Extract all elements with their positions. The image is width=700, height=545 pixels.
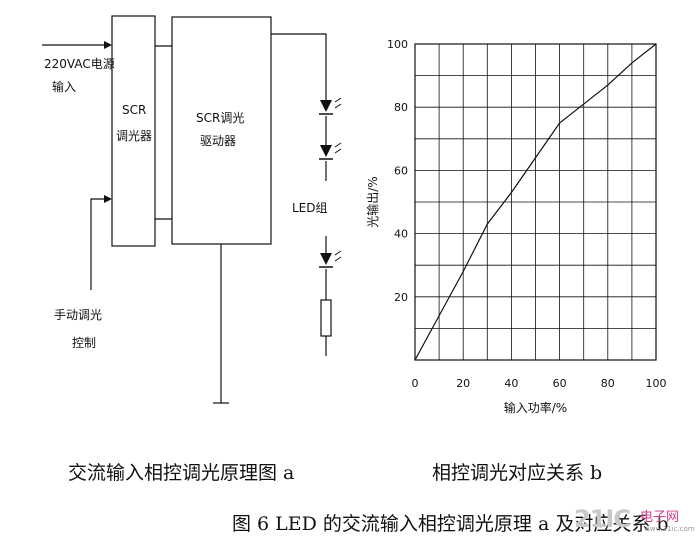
chart-series-line — [414, 43, 657, 361]
chart-x-tick-label: 80 — [601, 377, 615, 390]
led-feed-wire — [271, 33, 327, 100]
chart-x-tick-label: 60 — [553, 377, 567, 390]
chart-y-tick-label: 60 — [394, 164, 408, 177]
watermark: 21IC 电子网 www.21ic.com — [574, 503, 695, 539]
led-diode-2 — [319, 142, 342, 160]
chart-x-tick-label: 0 — [412, 377, 419, 390]
caption-right: 相控调光对应关系 b — [432, 462, 603, 484]
manual-control-label-2: 控制 — [72, 336, 96, 350]
chart-x-tick-label: 100 — [646, 377, 667, 390]
chart-ticks: 0 20 40 60 80 100 20 40 60 80 100 — [387, 38, 667, 390]
watermark-site: 电子网 — [640, 510, 680, 525]
manual-control-label-1: 手动调光 — [54, 308, 102, 322]
manual-control-arrowhead — [104, 195, 112, 203]
chart-x-tick-label: 40 — [504, 377, 518, 390]
driver-label-1: SCR调光 — [196, 111, 244, 125]
ac-input-arrowhead — [104, 41, 112, 49]
ac-input-label-1: 220VAC电源 — [44, 57, 115, 71]
chart-grid — [414, 43, 657, 361]
scr-dimmer-box — [111, 15, 156, 247]
caption-left: 交流输入相控调光原理图 a — [68, 462, 295, 484]
driver-label-2: 驱动器 — [200, 134, 236, 148]
chart-y-axis-label: 光输出/% — [365, 176, 380, 227]
figure-caption: 图 6 LED 的交流输入相控调光原理 a 及对应关系 b — [232, 513, 669, 535]
led-diode-1 — [319, 97, 342, 115]
scr-dimmer-label-2: 调光器 — [116, 129, 152, 143]
chart-y-tick-label: 20 — [394, 291, 408, 304]
chart-y-tick-label: 40 — [394, 228, 408, 241]
ac-input-label-2: 输入 — [52, 79, 76, 94]
chart-y-tick-label: 80 — [394, 101, 408, 114]
chart-y-tick-label: 100 — [387, 38, 408, 51]
led-diode-3 — [319, 250, 342, 268]
watermark-logo: 21IC — [574, 505, 631, 533]
scr-dimmer-label-1: SCR — [122, 103, 146, 117]
manual-control-wire — [90, 198, 106, 290]
led-group-label: LED组 — [292, 201, 328, 215]
watermark-url: www.21ic.com — [644, 525, 695, 533]
chart-x-tick-label: 20 — [456, 377, 470, 390]
chart-x-axis-label: 输入功率/% — [504, 400, 567, 415]
